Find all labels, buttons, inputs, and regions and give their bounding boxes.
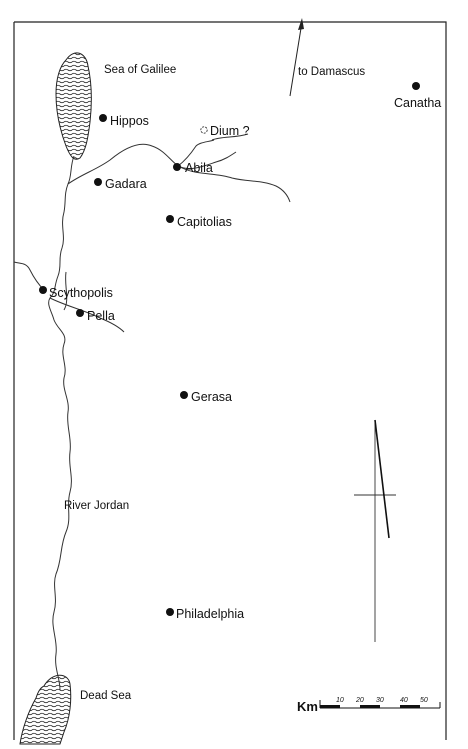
pella-label: Pella <box>87 309 115 323</box>
scythopolis-dot <box>39 286 47 294</box>
to-damascus-label: to Damascus <box>298 66 365 78</box>
scale-tick-30: 30 <box>376 697 384 704</box>
dium-dot <box>200 126 208 134</box>
scale-bar: Km 10 20 30 40 50 <box>297 697 441 714</box>
dead-sea-shape <box>19 674 72 745</box>
scale-tick-20: 20 <box>355 697 364 704</box>
scale-unit-label: Km <box>297 699 318 714</box>
hippos-label: Hippos <box>110 114 149 128</box>
canatha-label: Canatha <box>394 96 441 110</box>
river-jordan-label: River Jordan <box>64 500 129 512</box>
north-compass <box>354 419 396 642</box>
hippos-dot <box>99 114 107 122</box>
yarmuk-north-branch <box>177 139 215 167</box>
dium-label: Dium ? <box>210 124 250 138</box>
scale-tick-40: 40 <box>400 697 408 704</box>
capitolias-dot <box>166 215 174 223</box>
scythopolis-west-stream <box>13 261 45 291</box>
dium-stream <box>211 133 249 141</box>
abila-dot <box>173 163 181 171</box>
dead-sea-label: Dead Sea <box>80 690 132 702</box>
yarmuk-river-line <box>67 143 237 185</box>
pella-dot <box>76 309 84 317</box>
sea-of-galilee-label: Sea of Galilee <box>104 64 176 76</box>
pella-stream <box>63 271 68 311</box>
map-frame <box>13 21 447 740</box>
yarmuk-south-branch <box>177 165 291 203</box>
river-jordan-line <box>48 155 75 691</box>
canatha-dot <box>412 82 420 90</box>
capitolias-label: Capitolias <box>177 215 232 229</box>
gerasa-label: Gerasa <box>191 390 232 404</box>
gadara-dot <box>94 178 102 186</box>
gadara-label: Gadara <box>105 177 147 191</box>
scythopolis-east-stream <box>49 297 125 333</box>
damascus-arrow <box>289 18 304 97</box>
philadelphia-label: Philadelphia <box>176 607 244 621</box>
philadelphia-dot <box>166 608 174 616</box>
scale-tick-10: 10 <box>336 697 344 704</box>
abila-label: Abila <box>185 161 213 175</box>
scythopolis-label: Scythopolis <box>49 286 113 300</box>
gerasa-dot <box>180 391 188 399</box>
scale-tick-50: 50 <box>420 697 428 704</box>
sea-of-galilee-shape <box>55 52 92 160</box>
